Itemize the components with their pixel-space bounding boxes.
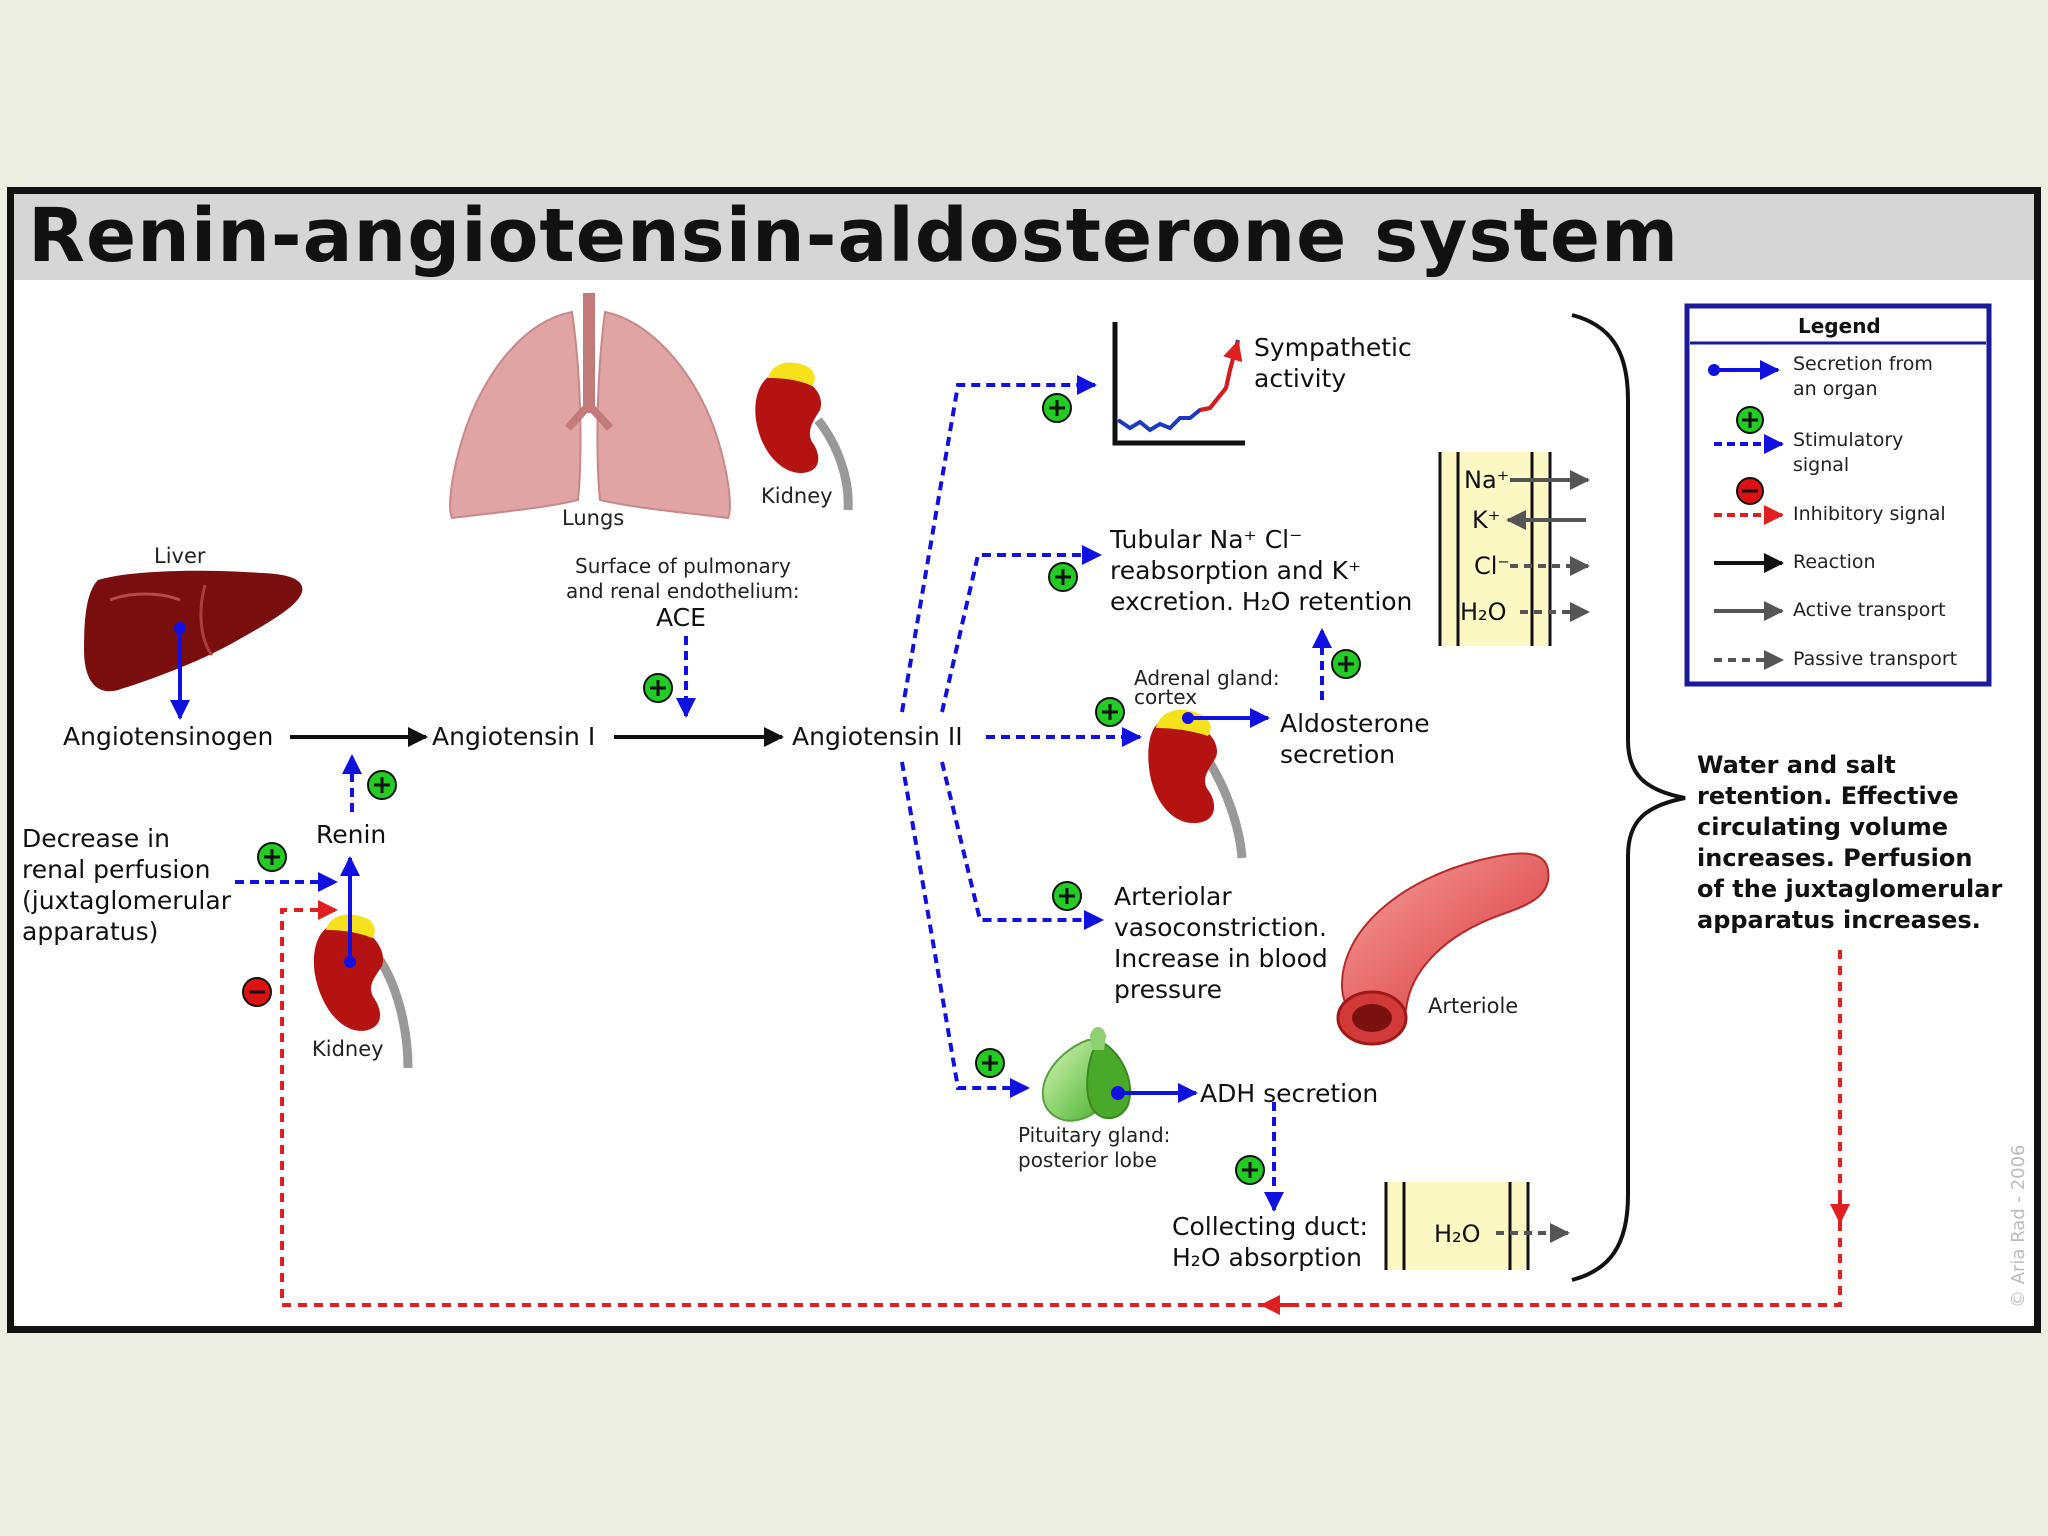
adrenal-kidney-icon [1148,709,1247,859]
plus-icon [1042,393,1072,423]
liver-icon [84,570,303,692]
outcome-line-4: increases. Perfusion [1697,844,1972,872]
plus-icon [1052,881,1082,911]
arteriole-label: Arteriole [1428,994,1518,1018]
ion-k: K⁺ [1472,506,1500,534]
lungs-label: Lungs [562,506,624,530]
plus-icon [1235,1155,1265,1185]
aldosterone-line-2: secretion [1280,740,1395,769]
ace-source-2: and renal endothelium: [566,579,800,603]
arteriolar-line-4: pressure [1114,975,1222,1004]
liver-label: Liver [154,544,206,568]
sympathetic-line-1: Sympathetic [1254,333,1412,362]
page-title: Renin-angiotensin-aldosterone system [28,193,1680,279]
plus-icon [975,1048,1005,1078]
plus-icon [643,673,673,703]
lungs-icon [449,293,731,520]
tubular-line-1: Tubular Na⁺ Cl⁻ [1109,525,1302,554]
kidney-bottom-label: Kidney [312,1037,384,1061]
legend-reaction: Reaction [1793,551,1876,573]
pituitary-icon [1041,1027,1132,1122]
arteriolar-line-1: Arteriolar [1114,882,1232,911]
outcome-line-1: Water and salt [1697,751,1896,779]
legend-stimulatory-2: signal [1793,454,1849,476]
feedback-inhibitory-loop [280,900,1842,1307]
outcome-line-2: retention. Effective [1697,782,1959,810]
ion-cl: Cl⁻ [1474,552,1510,580]
aldosterone-line-1: Aldosterone [1280,709,1430,738]
arteriolar-line-2: vasoconstriction. [1114,913,1327,942]
copyright: © Aria Rad - 2006 [2008,1144,2029,1308]
trigger-line-2: renal perfusion [22,855,210,884]
outcome-line-3: circulating volume [1697,813,1948,841]
arteriolar-line-3: Increase in blood [1114,944,1328,973]
legend-passive: Passive transport [1793,648,1957,670]
graph-icon [1112,322,1245,446]
adh-label: ADH secretion [1200,1079,1378,1108]
collecting-line-2: H₂O absorption [1172,1243,1362,1272]
title-bar [14,194,2034,280]
angiotensin-2-label: Angiotensin II [792,722,963,751]
plus-icon [1331,649,1361,679]
kidney-top-label: Kidney [761,484,833,508]
kidney-icon-bottom [313,914,413,1069]
angiotensin-2-signal-tree [900,375,1332,1212]
plus-icon [1095,697,1125,727]
ion-na: Na⁺ [1464,466,1509,494]
collecting-line-1: Collecting duct: [1172,1212,1368,1241]
arteriole-icon [1336,852,1550,1046]
outcome-brace [1571,313,1686,1282]
outcome-line-5: of the juxtaglomerular [1697,875,2002,903]
ace-source-1: Surface of pulmonary [575,554,791,578]
plus-icon [1048,562,1078,592]
ion-h2o-duct: H₂O [1434,1220,1481,1248]
legend-plus-icon [1736,406,1764,434]
minus-icon [242,977,272,1007]
ace-label: ACE [656,603,706,632]
ion-h2o: H₂O [1460,598,1507,626]
tubule-ion-box [1438,452,1552,646]
tubular-line-2: reabsorption and K⁺ [1110,556,1361,585]
angiotensinogen-label: Angiotensinogen [63,722,273,751]
renin-label: Renin [316,820,386,849]
plus-icon [257,842,287,872]
legend-active: Active transport [1793,599,1946,621]
trigger-line-3: (juxtaglomerular [22,886,232,915]
adrenal-line-2: cortex [1134,685,1197,709]
pituitary-label-2: posterior lobe [1018,1148,1157,1172]
legend-secretion-1: Secretion from [1793,353,1933,375]
trigger-line-4: apparatus) [22,917,158,946]
trigger-line-1: Decrease in [22,824,170,853]
kidney-icon [755,362,853,511]
adrenal-line-1: Adrenal gland: [1134,666,1280,690]
pituitary-label-1: Pituitary gland: [1018,1123,1170,1147]
legend-secretion-2: an organ [1793,378,1878,400]
sympathetic-line-2: activity [1254,364,1346,393]
legend-minus-icon [1736,477,1764,505]
legend-inhibitory: Inhibitory signal [1793,503,1946,525]
tubular-line-3: excretion. H₂O retention [1110,587,1412,616]
legend-stimulatory-1: Stimulatory [1793,429,1903,451]
plus-icon [367,770,397,800]
collecting-duct-box [1384,1182,1530,1270]
angiotensin-1-label: Angiotensin I [432,722,595,751]
outcome-line-6: apparatus increases. [1697,906,1981,934]
legend-title: Legend [1798,314,1881,338]
